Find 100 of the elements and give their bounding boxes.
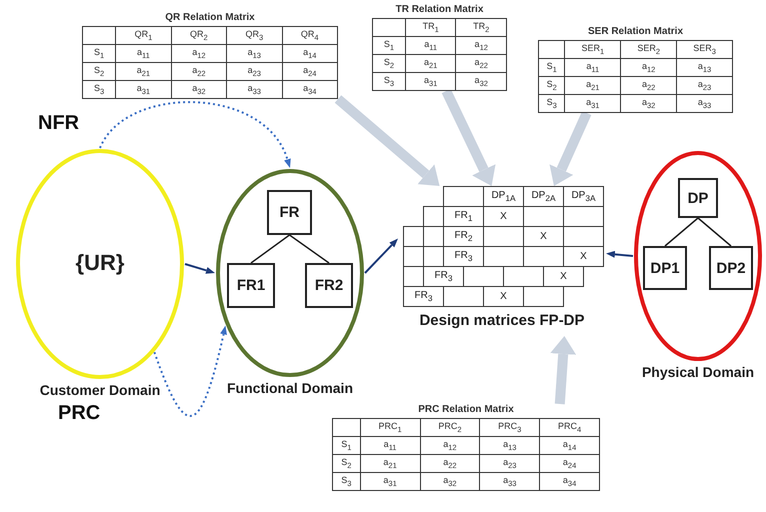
- column-header: QR$_{2}$: [171, 26, 227, 44]
- row-header: S$_{1}$: [332, 436, 360, 454]
- column-header: PRC$_{4}$: [540, 418, 600, 436]
- column-header: DP$_{1A}$: [484, 186, 524, 206]
- matrix-entry: a$_{31}$: [405, 72, 456, 90]
- matrix-entry: a$_{22}$: [620, 76, 677, 94]
- matrix-entry: a$_{12}$: [620, 58, 677, 76]
- matrix-entry: a$_{13}$: [676, 58, 732, 76]
- row-header: S$_{3}$: [538, 94, 565, 112]
- matrix-entry: a$_{23}$: [226, 62, 282, 80]
- matrix-entry: a$_{22}$: [171, 62, 227, 80]
- column-header: PRC$_{1}$: [360, 418, 420, 436]
- column-header: PRC$_{3}$: [480, 418, 540, 436]
- arrow: [153, 326, 227, 417]
- matrix-entry: a$_{21}$: [360, 454, 420, 472]
- requirement-box: DP: [678, 178, 718, 218]
- matrix-entry: a$_{14}$: [282, 44, 338, 62]
- matrix-entry: a$_{12}$: [456, 36, 506, 54]
- matrix-entry: a$_{13}$: [226, 44, 282, 62]
- matrix-entry: a$_{33}$: [480, 472, 540, 490]
- block-arrow: [442, 88, 496, 186]
- matrix-entry: a$_{21}$: [116, 62, 172, 80]
- arrow: [99, 101, 292, 168]
- row-header: S$_{1}$: [82, 44, 116, 62]
- column-header: QR$_{4}$: [282, 26, 338, 44]
- matrix-entry: a$_{32}$: [171, 80, 227, 98]
- matrix-entry: a$_{31}$: [116, 80, 172, 98]
- connector-line: [289, 234, 330, 264]
- row-header: FR$_{2}$: [444, 226, 484, 246]
- matrix-entry: a$_{14}$: [540, 436, 600, 454]
- matrix-mark: X: [524, 226, 564, 246]
- column-header: SER$_{1}$: [564, 40, 621, 58]
- column-header: TR$_{2}$: [456, 18, 506, 36]
- matrix-entry: a$_{23}$: [480, 454, 540, 472]
- table-title: PRC Relation Matrix: [417, 404, 515, 415]
- domain-label: Physical Domain: [640, 364, 756, 380]
- matrix-entry: a$_{22}$: [456, 54, 506, 72]
- matrix-mark: X: [484, 206, 524, 226]
- requirement-box: FR1: [227, 263, 275, 308]
- requirement-box: DP1: [643, 246, 687, 290]
- matrix-entry: a$_{23}$: [676, 76, 732, 94]
- requirement-box: FR: [267, 190, 312, 235]
- column-header: SER$_{2}$: [620, 40, 677, 58]
- matrix-caption: Design matrices FP-DP: [418, 312, 586, 329]
- matrix-entry: a$_{33}$: [226, 80, 282, 98]
- matrix-entry: a$_{12}$: [420, 436, 480, 454]
- matrix-entry: a$_{33}$: [676, 94, 732, 112]
- column-header: DP$_{2A}$: [524, 186, 564, 206]
- block-arrow: [334, 95, 440, 186]
- row-header: S$_{3}$: [332, 472, 360, 490]
- column-header: PRC$_{2}$: [420, 418, 480, 436]
- matrix-entry: a$_{34}$: [540, 472, 600, 490]
- arrow: [606, 250, 634, 258]
- row-header: FR$_{1}$: [444, 206, 484, 226]
- row-header: S$_{1}$: [538, 58, 565, 76]
- column-header: QR$_{3}$: [226, 26, 282, 44]
- row-header: S$_{3}$: [82, 80, 116, 98]
- matrix-entry: a$_{12}$: [171, 44, 227, 62]
- matrix-entry: a$_{24}$: [540, 454, 600, 472]
- row-header: S$_{1}$: [372, 36, 406, 54]
- domain-label: Functional Domain: [226, 380, 354, 396]
- matrix-entry: a$_{11}$: [405, 36, 456, 54]
- arrow: [184, 263, 215, 274]
- column-header: QR$_{1}$: [116, 26, 172, 44]
- table-title: TR Relation Matrix: [394, 4, 484, 15]
- matrix-entry: a$_{11}$: [564, 58, 621, 76]
- requirement-box: DP2: [709, 246, 753, 290]
- connector-line: [664, 217, 698, 247]
- matrix-entry: a$_{31}$: [564, 94, 621, 112]
- connector-line: [698, 217, 732, 247]
- matrix-entry: a$_{32}$: [620, 94, 677, 112]
- row-header: S$_{2}$: [372, 54, 406, 72]
- matrix-mark: X: [564, 246, 604, 266]
- matrix-entry: a$_{24}$: [282, 62, 338, 80]
- column-header: SER$_{3}$: [676, 40, 732, 58]
- matrix-entry: a$_{32}$: [420, 472, 480, 490]
- matrix-entry: a$_{31}$: [360, 472, 420, 490]
- matrix-entry: a$_{21}$: [564, 76, 621, 94]
- connector-line: [250, 234, 290, 264]
- block-arrow: [550, 336, 576, 404]
- table-title: SER Relation Matrix: [586, 26, 684, 37]
- matrix-entry: a$_{11}$: [116, 44, 172, 62]
- column-header: TR$_{1}$: [405, 18, 456, 36]
- row-header: FR$_{3}$: [444, 246, 484, 266]
- matrix-entry: a$_{34}$: [282, 80, 338, 98]
- row-header: S$_{2}$: [538, 76, 565, 94]
- block-arrow: [550, 110, 592, 186]
- matrix-entry: a$_{11}$: [360, 436, 420, 454]
- column-header: DP$_{3A}$: [564, 186, 604, 206]
- requirement-box: FR2: [305, 263, 353, 308]
- domain-label: Customer Domain: [38, 382, 162, 398]
- table-title: QR Relation Matrix: [164, 12, 256, 23]
- matrix-entry: a$_{21}$: [405, 54, 456, 72]
- row-header: S$_{3}$: [372, 72, 406, 90]
- row-header: S$_{2}$: [82, 62, 116, 80]
- matrix-entry: a$_{13}$: [480, 436, 540, 454]
- matrix-entry: a$_{22}$: [420, 454, 480, 472]
- row-header: S$_{2}$: [332, 454, 360, 472]
- arrow: [364, 238, 398, 274]
- matrix-entry: a$_{32}$: [456, 72, 506, 90]
